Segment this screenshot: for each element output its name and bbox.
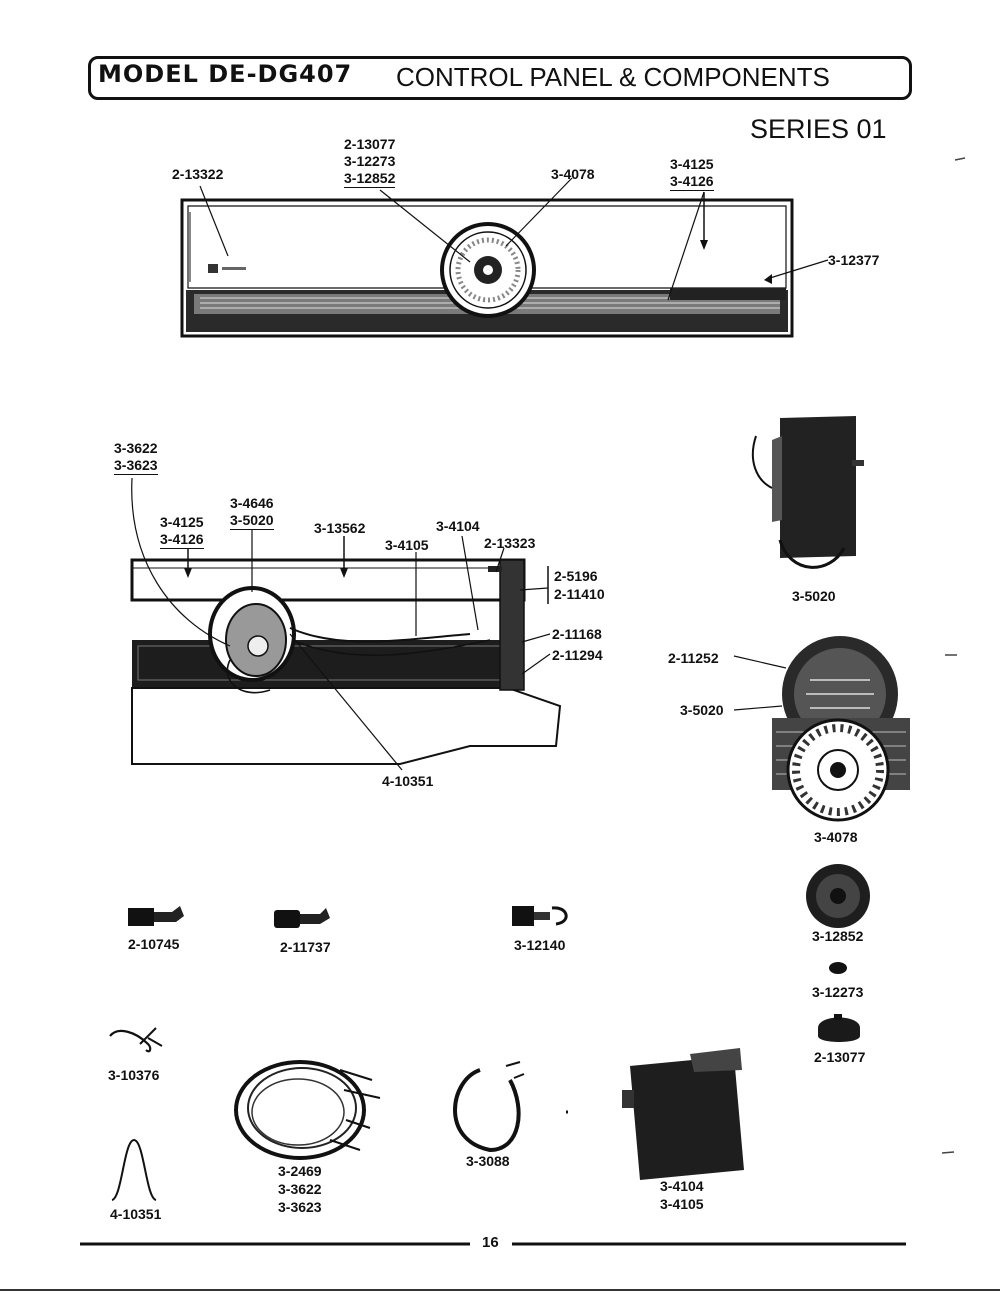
callout-label: 2-10745 xyxy=(128,936,180,952)
callout-label: 3-4126 xyxy=(670,173,714,191)
callout-label: 3-12273 xyxy=(812,984,864,1000)
callout-label: 3-12852 xyxy=(344,170,396,188)
callout-label: 4-10351 xyxy=(110,1206,162,1222)
callout-label: 2-11737 xyxy=(280,939,331,955)
callout-label: 4-10351 xyxy=(382,773,434,789)
terminal-2-10745 xyxy=(128,906,184,926)
page-number: 16 xyxy=(482,1234,499,1251)
timer-assembly-exploded xyxy=(733,636,910,822)
brand-logo-badge xyxy=(208,264,218,273)
series-title: SERIES 01 xyxy=(750,114,887,144)
wire-clip-3-10376 xyxy=(109,1027,163,1053)
callout-label: 2-13322 xyxy=(172,166,224,182)
callout-label: 2-13323 xyxy=(484,535,536,551)
callout-label: 3-5020 xyxy=(680,702,724,718)
header-frame xyxy=(88,56,912,100)
callout-label: 3-5020 xyxy=(792,588,836,604)
callout-label: 3-12852 xyxy=(812,928,864,944)
callout-label: 3-2469 xyxy=(278,1163,322,1179)
switch-3-4104 xyxy=(622,1048,744,1180)
callout-label: 3-4125 xyxy=(670,156,714,172)
terminal-2-11737 xyxy=(274,908,330,928)
callout-label: 3-4105 xyxy=(660,1196,704,1212)
callout-label: 3-3623 xyxy=(114,457,158,475)
callout-label: 3-4126 xyxy=(160,531,204,549)
callout-label: 2-5196 xyxy=(554,568,598,584)
callout-label: 2-11168 xyxy=(552,626,602,642)
callout-label: 3-4104 xyxy=(660,1178,704,1194)
callout-label: 2-13077 xyxy=(344,136,396,152)
callout-label: 3-3622 xyxy=(114,440,158,456)
timer-dial xyxy=(440,222,536,318)
callout-label: 2-11410 xyxy=(554,586,605,602)
callout-label: 3-13562 xyxy=(314,520,366,536)
scan-mark xyxy=(941,1151,955,1154)
section-title: CONTROL PANEL & COMPONENTS xyxy=(396,62,830,92)
knob-3-12852 xyxy=(806,864,870,928)
knob-insert-3-12273 xyxy=(829,962,847,974)
scan-mark xyxy=(954,157,966,161)
callout-label: 3-3622 xyxy=(278,1181,322,1197)
callout-label: 3-5020 xyxy=(230,512,274,530)
timer-motor-3-5020 xyxy=(751,416,864,569)
terminal-3-12140 xyxy=(512,906,568,926)
callout-label: 3-4646 xyxy=(230,495,274,511)
skirt-2-13077 xyxy=(818,1014,860,1042)
callout-label: 3-3088 xyxy=(466,1153,510,1169)
callout-label: 3-4078 xyxy=(814,829,858,845)
callout-label: 3-4078 xyxy=(551,166,595,182)
callout-label: 2-13077 xyxy=(814,1049,866,1065)
callout-label: 2-11294 xyxy=(552,647,603,663)
callout-label: 3-4105 xyxy=(385,537,429,553)
wire-retainer-4-10351 xyxy=(111,1138,157,1201)
wire-harness-3-3088 xyxy=(453,1061,525,1153)
control-panel-rear-view xyxy=(130,477,562,771)
callout-label: 3-12140 xyxy=(514,937,566,953)
model-title: MODEL DE-DG407 xyxy=(98,60,353,88)
callout-label: 2-11252 xyxy=(668,650,719,666)
control-panel-front-view xyxy=(180,177,829,338)
callout-label: 3-3623 xyxy=(278,1199,322,1215)
callout-label: 3-4104 xyxy=(436,518,480,534)
callout-label: 3-4125 xyxy=(160,514,204,530)
callout-label: 3-12273 xyxy=(344,153,396,169)
wire-harness-3-2469 xyxy=(234,1060,381,1160)
callout-label: 3-12377 xyxy=(828,252,880,268)
callout-label: 3-10376 xyxy=(108,1067,160,1083)
